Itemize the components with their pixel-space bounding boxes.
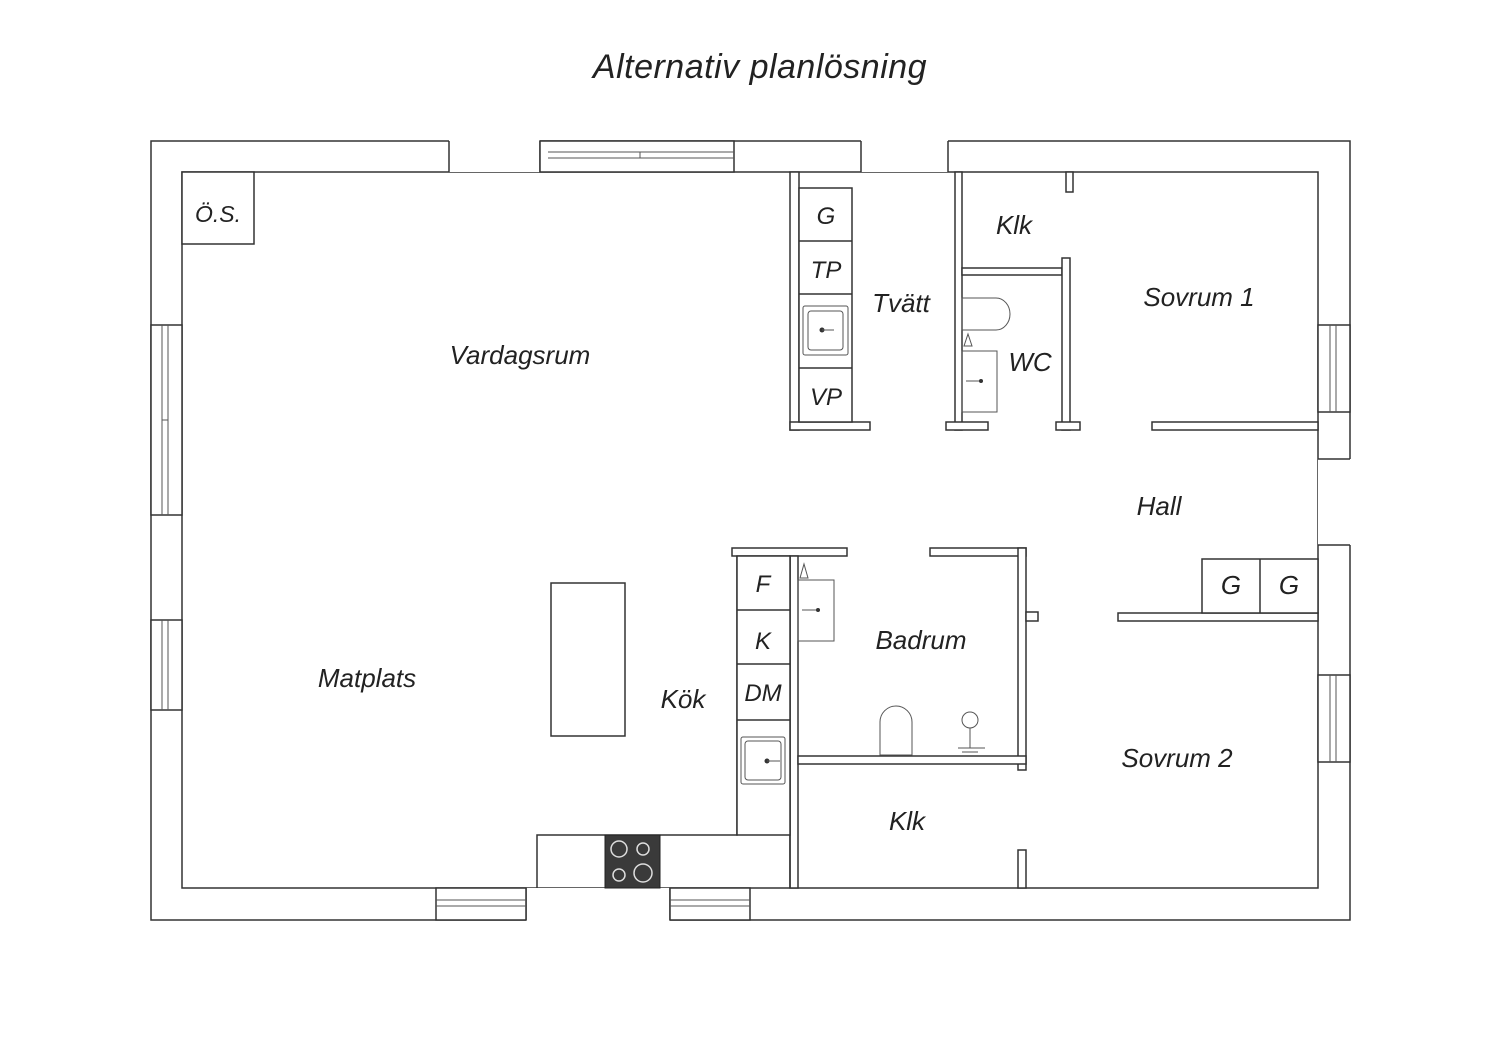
label-os: Ö.S.: [195, 201, 241, 227]
label-klk-bottom: Klk: [889, 806, 927, 836]
toilet-icon: [961, 297, 1011, 331]
kitchen-island: [550, 582, 626, 737]
interior-walls: [181, 171, 1319, 889]
label-tvatt: Tvätt: [872, 288, 932, 318]
kitchen-fixtures: [550, 555, 791, 889]
label-matplats: Matplats: [318, 663, 416, 693]
plan-title: Alternativ planlösning: [592, 48, 928, 86]
label-kitchen-k: K: [755, 628, 772, 655]
label-kitchen-dm: DM: [744, 680, 781, 707]
wc-fixtures: [961, 297, 1011, 413]
label-kitchen-f: F: [756, 571, 772, 598]
label-sovrum1: Sovrum 1: [1143, 282, 1254, 312]
laundry-fixtures: [798, 187, 853, 423]
label-laundry-g: G: [817, 203, 836, 230]
bathroom-toilet-icon: [879, 705, 913, 756]
outer-walls: [150, 140, 1351, 921]
label-vardagsrum: Vardagsrum: [450, 340, 591, 370]
label-laundry-vp: VP: [810, 384, 842, 411]
label-sovrum2: Sovrum 2: [1121, 743, 1233, 773]
bathroom-sink-icon: [797, 579, 835, 642]
wc-sink-icon: [961, 350, 998, 413]
label-kok: Kök: [661, 684, 708, 714]
label-hall-g1: G: [1221, 570, 1241, 600]
stove-icon: [604, 834, 661, 889]
label-hall: Hall: [1137, 491, 1183, 521]
bathroom-fixtures: [797, 562, 985, 756]
room-labels: Ö.S. Vardagsrum G TP VP Tvätt Klk Sovrum…: [195, 201, 1299, 836]
label-klk-top: Klk: [996, 210, 1034, 240]
label-wc: WC: [1008, 347, 1052, 377]
label-laundry-tp: TP: [811, 257, 842, 284]
shower-icon: [958, 711, 985, 753]
label-badrum: Badrum: [875, 625, 966, 655]
kitchen-sink-icon: [740, 736, 786, 785]
label-hall-g2: G: [1279, 570, 1299, 600]
windows: [150, 140, 1351, 921]
laundry-sink-icon: [802, 305, 849, 356]
